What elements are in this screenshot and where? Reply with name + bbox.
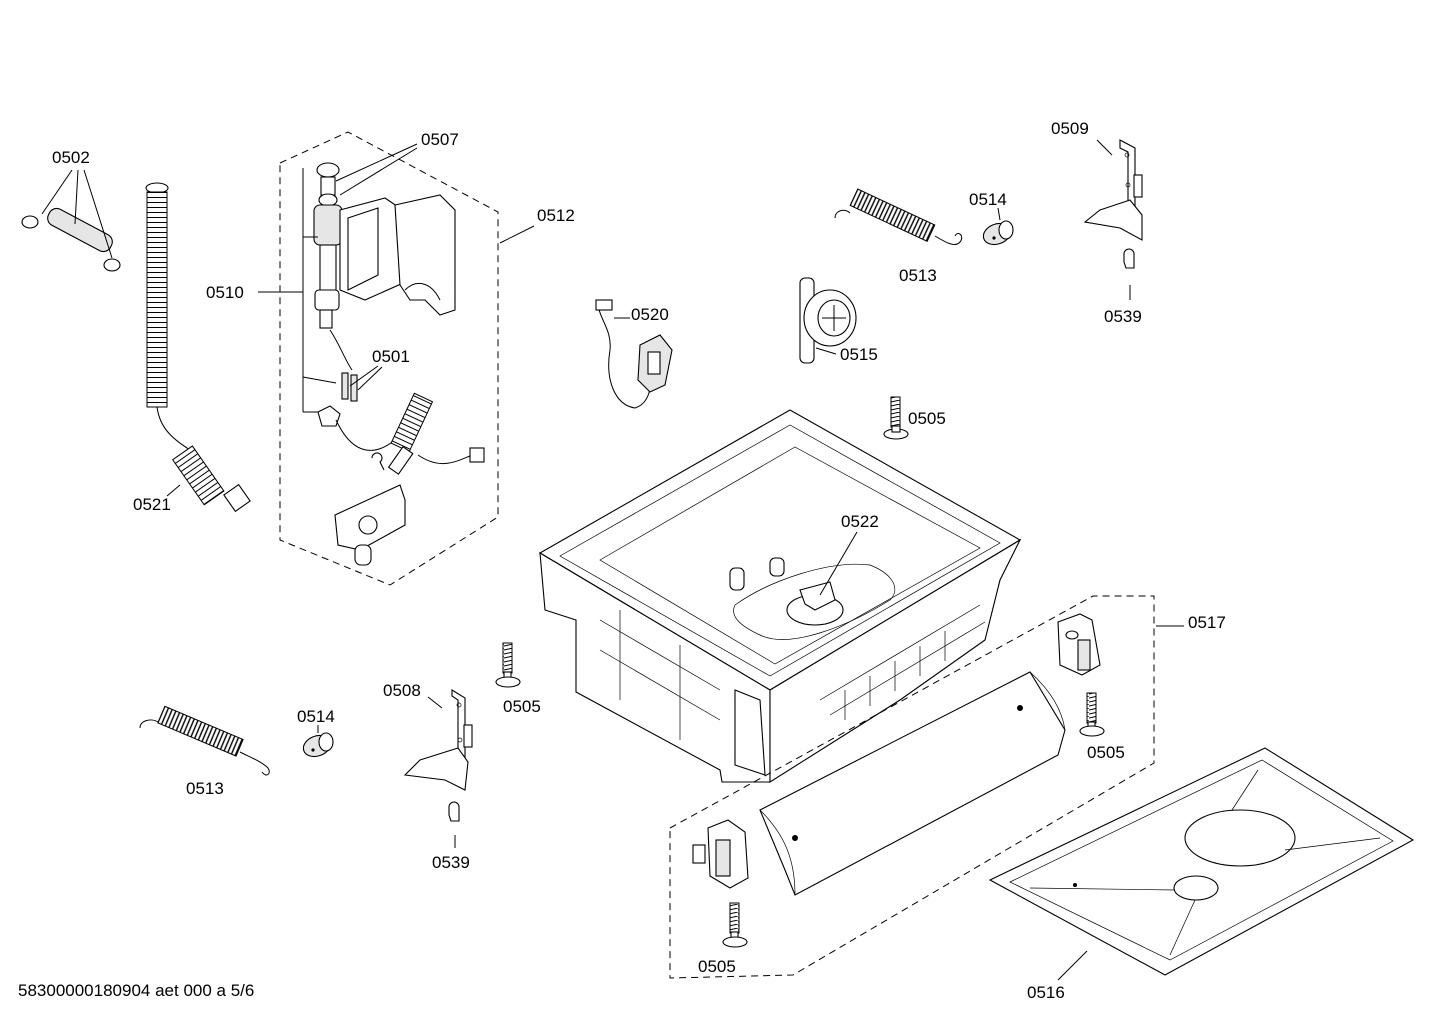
part-0517-bracket-right bbox=[1057, 613, 1101, 676]
part-0539-clip-upper bbox=[1123, 248, 1135, 269]
part-0505-screw-lower bbox=[722, 902, 748, 948]
callout-0522: 0522 bbox=[841, 512, 879, 531]
part-0520-sensor bbox=[595, 299, 673, 409]
part-0514-cap-lower bbox=[302, 732, 334, 758]
callout-0512: 0512 bbox=[537, 206, 575, 225]
part-0505-screw-middle bbox=[495, 642, 521, 688]
callout-0514-lower: 0514 bbox=[297, 707, 335, 726]
callout-0521: 0521 bbox=[133, 495, 171, 514]
callout-0505-lower: 0505 bbox=[698, 957, 736, 976]
part-base-tub bbox=[538, 409, 1022, 783]
document-code: 58300000180904 aet 000 a 5/6 bbox=[18, 981, 255, 1000]
assembly-0517-outline bbox=[669, 595, 1155, 979]
callout-0513-upper: 0513 bbox=[899, 266, 937, 285]
part-mounting-bracket bbox=[334, 484, 406, 566]
part-0539-clip-lower bbox=[448, 801, 460, 822]
callout-0513-lower: 0513 bbox=[186, 779, 224, 798]
callout-0507: 0507 bbox=[421, 130, 459, 149]
callout-0520: 0520 bbox=[631, 305, 669, 324]
part-0517-kick-plate bbox=[759, 671, 1066, 896]
callout-0514-upper: 0514 bbox=[969, 190, 1007, 209]
part-0517-bracket-left bbox=[692, 819, 749, 889]
callout-0517: 0517 bbox=[1188, 613, 1226, 632]
callout-0539-lower: 0539 bbox=[432, 853, 470, 872]
part-0513-spring-lower bbox=[139, 705, 270, 776]
callout-0501: 0501 bbox=[372, 347, 410, 366]
assembly-0512-outline bbox=[279, 131, 499, 586]
callout-0516: 0516 bbox=[1027, 983, 1065, 1002]
callout-0515: 0515 bbox=[840, 345, 878, 364]
part-0510-inlet-valve bbox=[313, 162, 456, 371]
part-0501-connectors bbox=[317, 365, 485, 475]
part-0502-hose-clamp-set bbox=[21, 169, 121, 272]
part-0521-drain-hose bbox=[145, 182, 251, 513]
callout-0505-middle: 0505 bbox=[503, 697, 541, 716]
callout-0510: 0510 bbox=[206, 283, 244, 302]
callout-0505-upper: 0505 bbox=[908, 409, 946, 428]
part-0515-pump bbox=[799, 277, 857, 364]
part-0513-spring-upper bbox=[834, 188, 963, 245]
part-0508-hinge bbox=[403, 689, 473, 791]
callout-0508: 0508 bbox=[383, 681, 421, 700]
callout-0509: 0509 bbox=[1051, 119, 1089, 138]
callout-0505-right: 0505 bbox=[1087, 743, 1125, 762]
part-0516-base-plate bbox=[988, 747, 1415, 976]
part-0505-screw-right bbox=[1079, 692, 1105, 737]
part-0505-screw-upper bbox=[883, 396, 909, 440]
callout-0539-upper: 0539 bbox=[1104, 307, 1142, 326]
callout-0502: 0502 bbox=[52, 148, 90, 167]
part-0514-cap-upper bbox=[982, 220, 1014, 246]
part-0509-hinge bbox=[1083, 139, 1143, 241]
